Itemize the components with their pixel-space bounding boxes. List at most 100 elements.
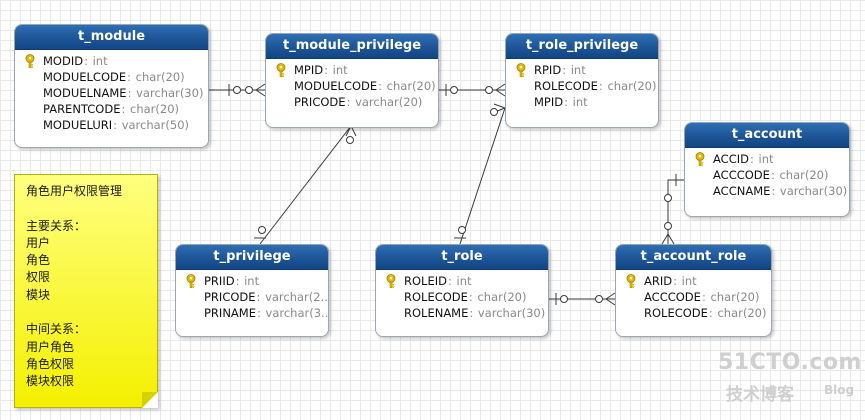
field-type: varchar(30) [136,86,204,100]
field-type: varchar(3... [265,306,329,320]
field-name: ACCCODE [713,168,770,182]
table-t-module[interactable]: t_module MODID: int MODUELCODE: char(20)… [14,24,209,148]
field-type: int [681,274,697,288]
field-name: ROLECODE [534,79,598,93]
field-name: ROLENAME [404,306,469,320]
primary-key-icon [386,274,396,288]
field-name: MODUELCODE [43,70,127,84]
field-row[interactable]: MPID: int [534,95,588,109]
field-row[interactable]: ACCCODE: char(20) [713,168,829,182]
field-row[interactable]: ACCNAME: varchar(30) [713,184,848,198]
field-row[interactable]: MODID: int [15,53,208,69]
field-row[interactable]: MODUELNAME: varchar(30) [43,86,204,100]
field-row[interactable]: ARID: int [616,273,771,289]
primary-key-icon [276,63,286,77]
table-t-privilege[interactable]: t_privilege PRIID: int PRICODE: varchar(… [175,244,329,337]
table-title: t_role_privilege [506,34,658,59]
watermark-site: 51CTO.com [718,350,862,375]
note-line: 角色 [26,253,51,268]
field-row[interactable]: MPID: int [266,62,438,78]
field-row[interactable]: ROLECODE: char(20) [404,290,527,304]
table-t-account[interactable]: t_account ACCID: int ACCCODE: char(20) A… [684,122,850,217]
field-type: varchar(50) [121,118,190,132]
primary-key-icon [695,152,705,166]
field-row[interactable]: ROLENAME: varchar(30) [404,306,546,320]
field-name: MPID [294,63,324,77]
note-line: 用户 [26,235,51,250]
primary-key-icon [626,274,636,288]
field-row[interactable]: ROLEID: int [376,273,548,289]
field-name: MODUELURI [43,118,113,132]
table-t-role[interactable]: t_role ROLEID: int ROLECODE: char(20) RO… [375,244,549,337]
table-t-account-role[interactable]: t_account_role ARID: int ACCCODE: char(2… [615,244,772,337]
field-name: ROLECODE [404,290,468,304]
table-title: t_role [376,245,548,270]
table-title: t_module_privilege [266,34,438,59]
watermark-sub: 技术博客 [726,385,794,405]
field-type: char(20) [710,290,760,304]
sticky-note[interactable]: 角色用户权限管理 主要关系： 用户 角色 权限 模块 中间关系： 用户角色 角色… [14,174,158,408]
field-row[interactable]: ROLECODE: char(20) [534,79,657,93]
field-type: char(20) [477,290,527,304]
field-row[interactable]: PRICODE: varchar(20) [294,95,423,109]
table-t-module-privilege[interactable]: t_module_privilege MPID: int MODUELCODE:… [265,33,439,128]
field-name: MPID [534,95,564,109]
field-row[interactable]: RPID: int [506,62,658,78]
table-t-role-privilege[interactable]: t_role_privilege RPID: int ROLECODE: cha… [505,33,659,128]
field-row[interactable]: ROLECODE: char(20) [644,306,767,320]
field-name: PRIID [204,274,235,288]
field-name: ROLECODE [644,306,708,320]
note-line: 模块权限 [26,374,75,389]
field-type: int [244,274,260,288]
primary-key-icon [516,63,526,77]
field-name: ACCID [713,152,749,166]
field-type: char(20) [717,306,767,320]
primary-key-icon [186,274,196,288]
field-type: char(20) [779,168,829,182]
field-name: RPID [534,63,562,77]
note-line [26,200,157,217]
field-type: varchar(30) [477,306,546,320]
note-line: 主要关系： [26,218,87,233]
field-type: char(20) [386,79,436,93]
field-type: int [332,63,348,77]
note-fold-corner [142,392,158,408]
field-row[interactable]: PRINAME: varchar(3... [176,305,328,321]
table-title: t_account_role [616,245,771,270]
field-row[interactable]: ACCID: int [685,151,849,167]
field-name: ACCCODE [644,290,701,304]
table-title: t_privilege [176,245,328,270]
field-name: MODUELCODE [294,79,378,93]
note-line: 模块 [26,287,51,302]
field-row[interactable]: ACCCODE: char(20) [644,290,760,304]
field-type: int [572,95,588,109]
field-type: char(20) [607,79,657,93]
field-type: varchar(20) [355,95,423,109]
note-line [26,304,157,321]
rel-role-privilege-role [459,107,506,245]
field-name: ROLEID [404,274,447,288]
field-name: MODID [43,54,84,68]
field-name: PARENTCODE [43,102,121,116]
field-row[interactable]: MODUELCODE: char(20) [294,79,436,93]
field-type: int [758,152,774,166]
field-row[interactable]: PRICODE: varchar(2... [176,289,328,305]
watermark: 51CTO.com 技术博客 Blog [718,350,861,410]
field-row[interactable]: PARENTCODE: char(20) [43,102,180,116]
field-type: int [570,63,586,77]
note-line: 用户角色 [26,339,75,354]
primary-key-icon [25,54,35,68]
field-row[interactable]: PRIID: int [176,273,328,289]
field-type: char(20) [135,70,185,84]
note-line: 角色用户权限管理 [26,184,123,198]
field-type: varchar(2... [265,290,329,304]
field-type: int [456,274,472,288]
field-name: MODUELNAME [43,86,127,100]
table-title: t_module [15,25,208,50]
table-title: t_account [685,123,849,148]
note-line: 中间关系： [26,322,87,337]
field-type: char(20) [130,102,180,116]
field-row[interactable]: MODUELURI: varchar(50) [43,118,190,132]
field-row[interactable]: MODUELCODE: char(20) [43,70,185,84]
